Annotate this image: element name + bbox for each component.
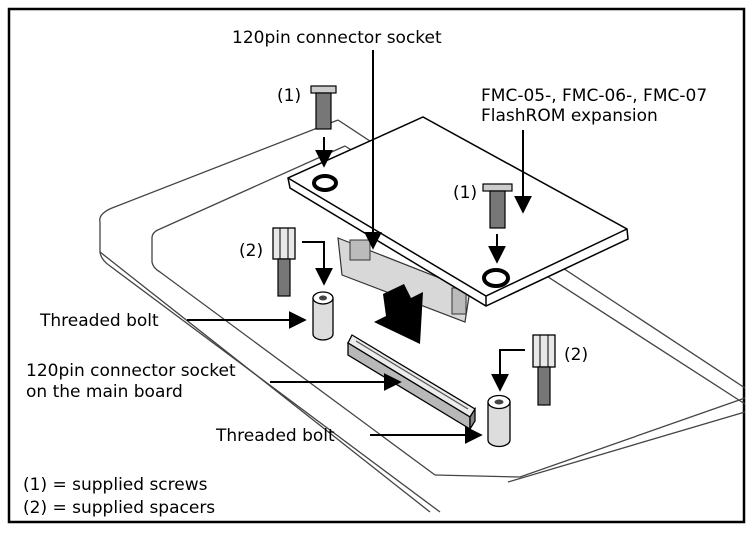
spacer-right [532,334,556,406]
spacer-left [272,227,296,297]
label-bolt-bottom: Threaded bolt [215,426,335,446]
threaded-bolt-bottom [487,394,511,448]
screw-right [482,183,513,229]
arrow-spacer-left [302,241,333,286]
washer-left [312,174,338,192]
legend-spacers: (2) = supplied spacers [23,498,215,518]
screw-left [310,85,337,130]
insertion-arrow [374,284,423,344]
label-main-socket-line2: on the main board [26,382,183,402]
label-main-socket-line1: 120pin connector socket [26,361,236,381]
label-screw-left: (1) [277,86,301,106]
arrow-spacer-right [491,349,525,392]
legend-screws: (1) = supplied screws [23,475,208,495]
label-screw-right: (1) [453,183,477,203]
label-spacer-left: (2) [239,241,263,261]
threaded-bolt-left [312,291,334,341]
label-expansion-line1: FMC-05-, FMC-06-, FMC-07 [481,86,707,106]
label-connector-top: 120pin connector socket [232,28,442,48]
leader-lines [187,50,532,444]
washer-right [482,268,510,288]
label-spacer-right: (2) [564,345,588,365]
label-bolt-left: Threaded bolt [39,311,159,331]
label-expansion-line2: FlashROM expansion [481,106,658,126]
